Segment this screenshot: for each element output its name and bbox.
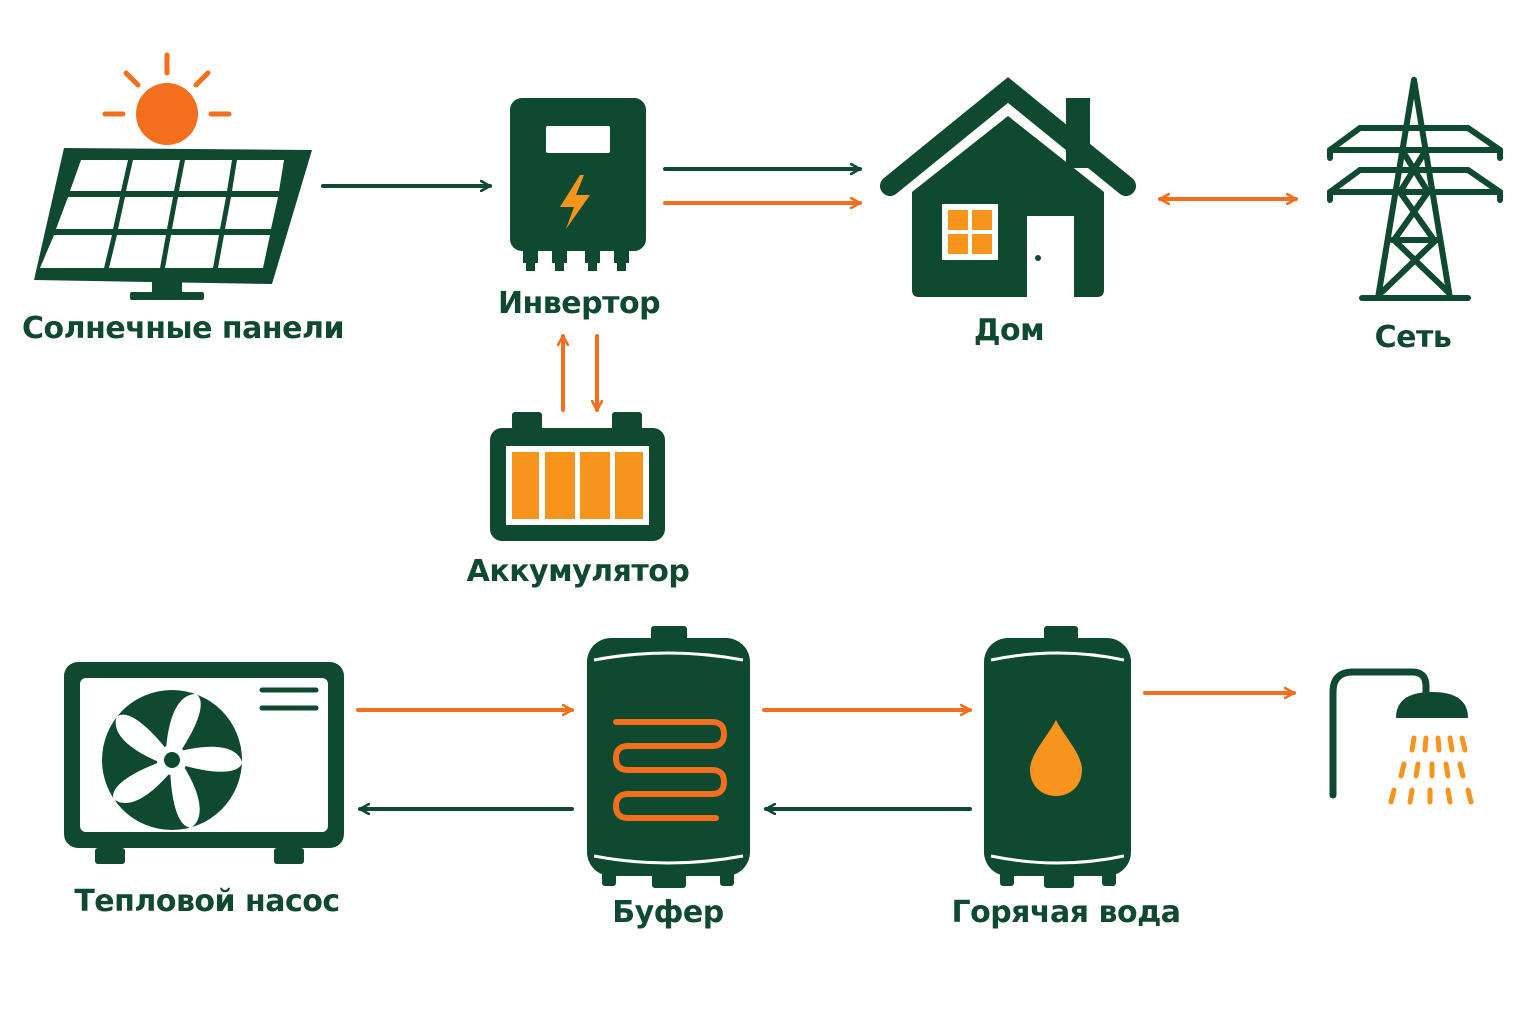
battery-label: Аккумулятор — [466, 554, 690, 589]
water-heater-icon — [984, 626, 1131, 888]
sun-icon — [102, 52, 232, 145]
inverter-icon — [510, 98, 646, 271]
power-pylon-icon — [1327, 77, 1503, 301]
solar-panel-icon — [34, 148, 312, 300]
house-label: Дом — [973, 313, 1045, 348]
house-icon — [880, 77, 1136, 297]
grid-label: Сеть — [1374, 320, 1452, 355]
solar-panels-label: Солнечные панели — [22, 311, 344, 346]
buffer-tank-icon — [587, 626, 750, 888]
heat-pump-icon — [64, 662, 344, 864]
heat-pump-label: Тепловой насос — [74, 884, 340, 919]
hot-water-label: Горячая вода — [951, 895, 1181, 930]
inverter-label: Инвертор — [497, 286, 661, 321]
buffer-label: Буфер — [612, 895, 724, 930]
battery-icon — [490, 412, 665, 541]
shower-icon — [1329, 668, 1474, 805]
